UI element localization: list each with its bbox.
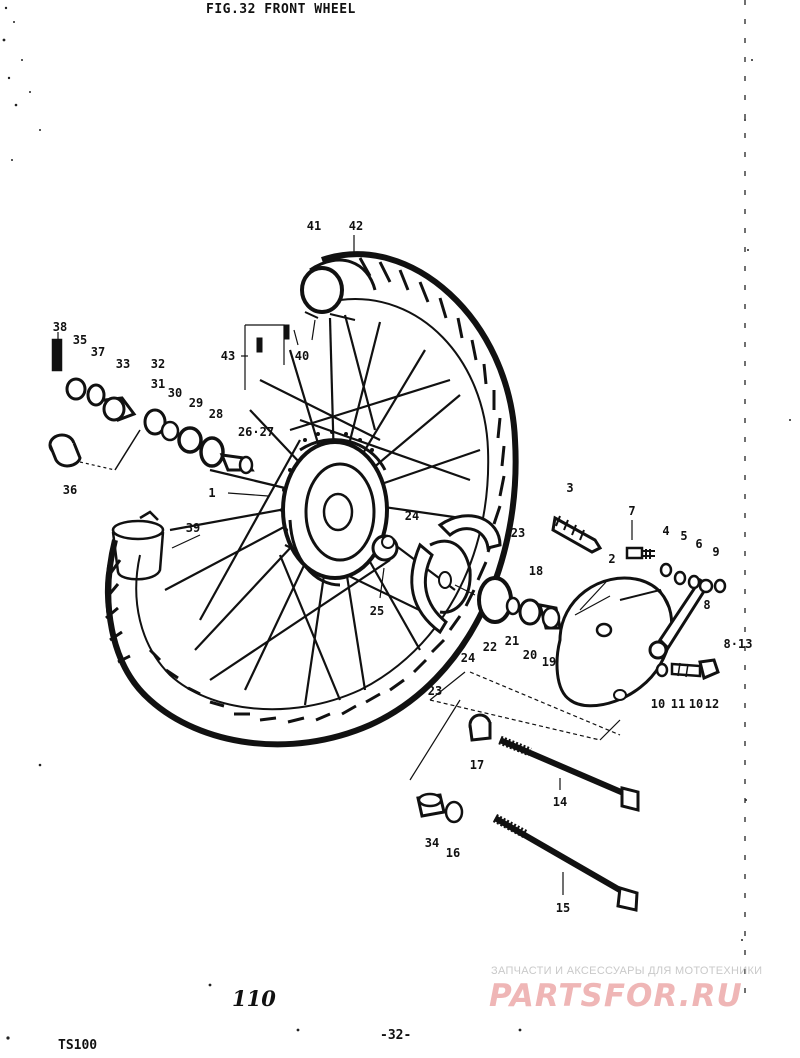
callout-41: 41 (306, 219, 322, 233)
callout-14: 14 (552, 795, 568, 809)
callout-5: 5 (680, 529, 688, 543)
callout-34: 34 (424, 836, 440, 850)
left-side-parts (48, 235, 355, 549)
figure-title: FIG.32 FRONT WHEEL (206, 2, 356, 17)
callout-20: 20 (522, 648, 538, 662)
callout-40: 40 (294, 349, 310, 363)
callout-35: 35 (72, 333, 88, 347)
callout-30: 30 (167, 386, 183, 400)
brake-parts (371, 514, 727, 912)
callout-15: 15 (555, 901, 571, 915)
watermark-caption: ЗАПЧАСТИ И АКСЕССУАРЫ ДЛЯ МОТОТЕХНИКИ (491, 965, 763, 977)
callout-28: 28 (208, 407, 224, 421)
callout-3: 3 (566, 481, 574, 495)
callout-16: 16 (445, 846, 461, 860)
callout-43: 43 (220, 349, 236, 363)
callout-4: 4 (662, 524, 670, 538)
page-number: 110 (232, 986, 276, 1011)
callout-17: 17 (469, 758, 485, 772)
callout-26-27: 26·27 (237, 425, 275, 439)
callout-19: 19 (541, 655, 557, 669)
callout-32: 32 (150, 357, 166, 371)
callout-22: 22 (482, 640, 498, 654)
callout-23-lower: 23 (427, 684, 443, 698)
callout-12: 12 (704, 697, 720, 711)
callout-24-lower: 24 (460, 651, 476, 665)
tire (104, 251, 519, 748)
callout-1: 1 (208, 486, 216, 500)
callout-8: 8 (703, 598, 711, 612)
hub (280, 430, 389, 587)
callout-25: 25 (369, 604, 385, 618)
callout-42: 42 (348, 219, 364, 233)
callout-6: 6 (695, 537, 703, 551)
callout-2: 2 (608, 552, 616, 566)
callout-11: 11 (670, 697, 686, 711)
callout-10-a: 10 (650, 697, 666, 711)
callout-38: 38 (52, 320, 68, 334)
callout-8-13: 8·13 (723, 637, 753, 651)
tire-cross-section (111, 510, 165, 581)
callout-33: 33 (115, 357, 131, 371)
callout-21: 21 (504, 634, 520, 648)
callout-29: 29 (188, 396, 204, 410)
model-code: TS100 (58, 1038, 98, 1053)
page-reference: -32- (380, 1028, 412, 1043)
callout-24-upper: 24 (404, 509, 420, 523)
watermark-logo: PARTSFOR.RU (489, 978, 743, 1014)
tube-41-42 (300, 258, 377, 321)
callout-37: 37 (90, 345, 106, 359)
callout-7: 7 (628, 504, 636, 518)
callout-18: 18 (528, 564, 544, 578)
callout-9: 9 (712, 545, 720, 559)
callout-23-upper: 23 (510, 526, 526, 540)
callout-31: 31 (150, 377, 166, 391)
callout-36: 36 (62, 483, 78, 497)
callout-39: 39 (185, 521, 201, 535)
callout-10-b: 10 (688, 697, 704, 711)
